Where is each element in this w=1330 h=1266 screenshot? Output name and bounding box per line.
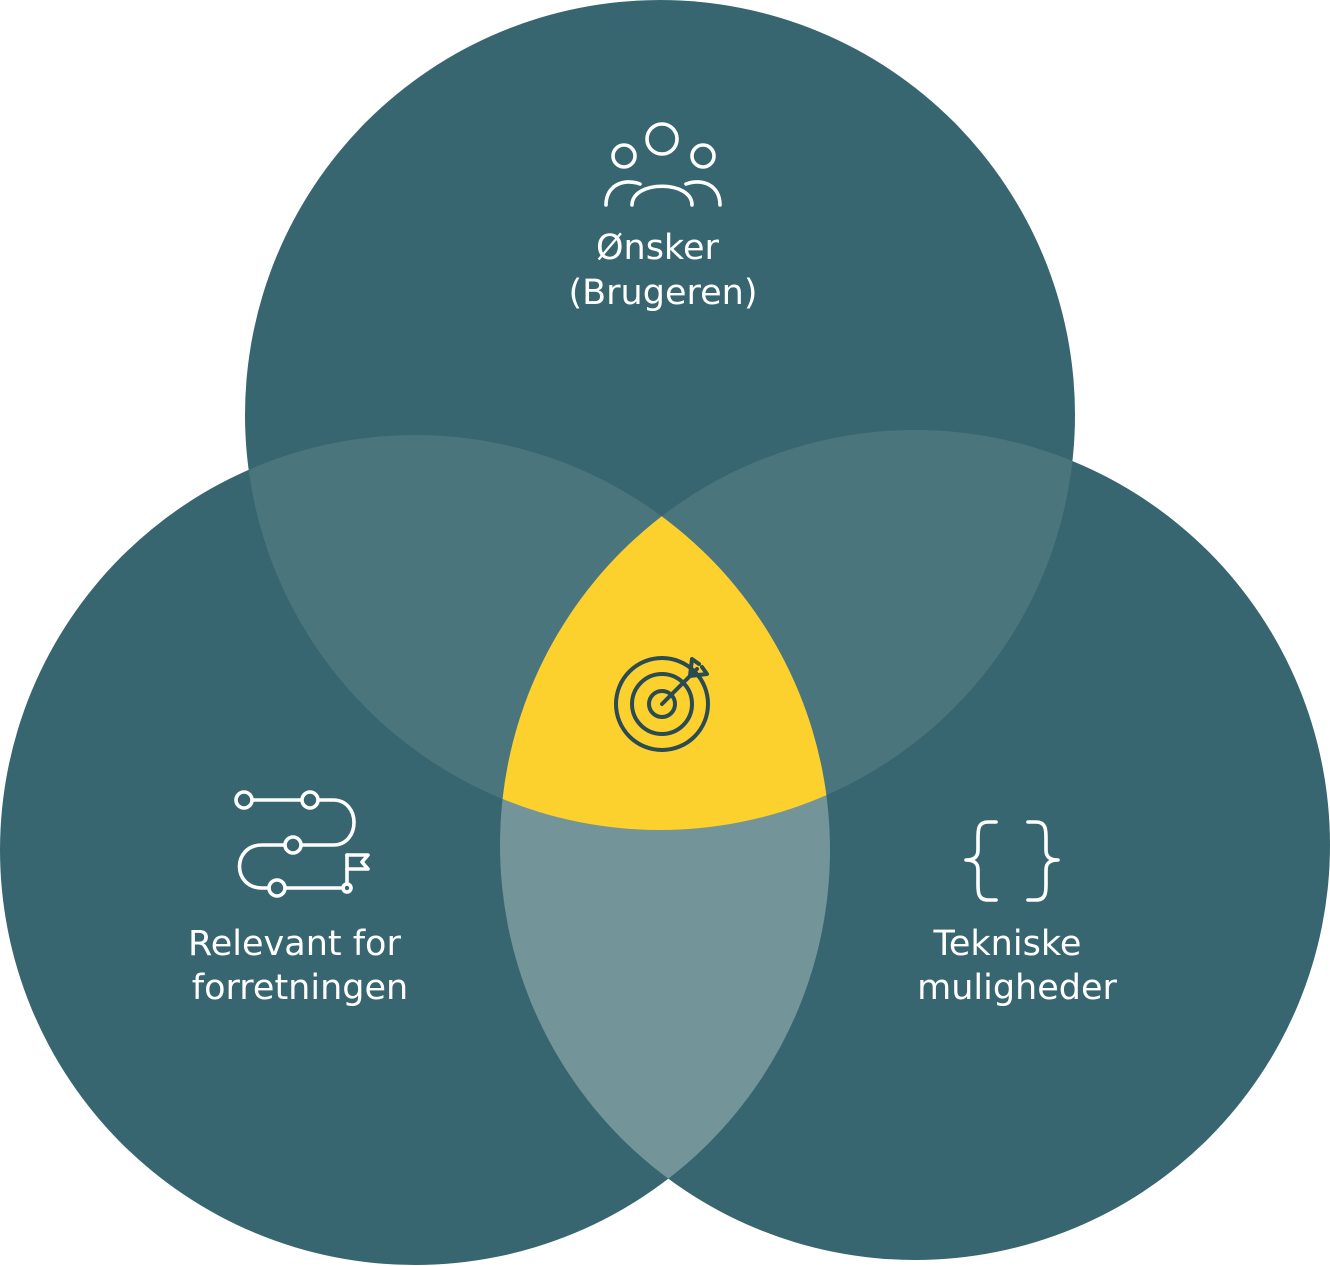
target-arrow-icon bbox=[614, 656, 710, 752]
right-label: Tekniske muligheder bbox=[917, 924, 1117, 1008]
left-label-line-1: Relevant for bbox=[188, 924, 401, 964]
overlap-center bbox=[500, 435, 830, 830]
curly-braces-icon bbox=[964, 820, 1060, 902]
route-flag-icon bbox=[234, 790, 370, 898]
right-label-line-1: Tekniske bbox=[932, 924, 1081, 964]
right-label-line-2: muligheder bbox=[917, 968, 1117, 1008]
top-label-line-1: Ønsker bbox=[596, 228, 720, 268]
users-group-icon bbox=[604, 122, 722, 207]
top-label: Ønsker (Brugeren) bbox=[569, 228, 758, 313]
top-label-line-2: (Brugeren) bbox=[569, 273, 758, 313]
left-label-line-2: forretningen bbox=[192, 968, 408, 1008]
left-label: Relevant for forretningen bbox=[188, 924, 412, 1008]
